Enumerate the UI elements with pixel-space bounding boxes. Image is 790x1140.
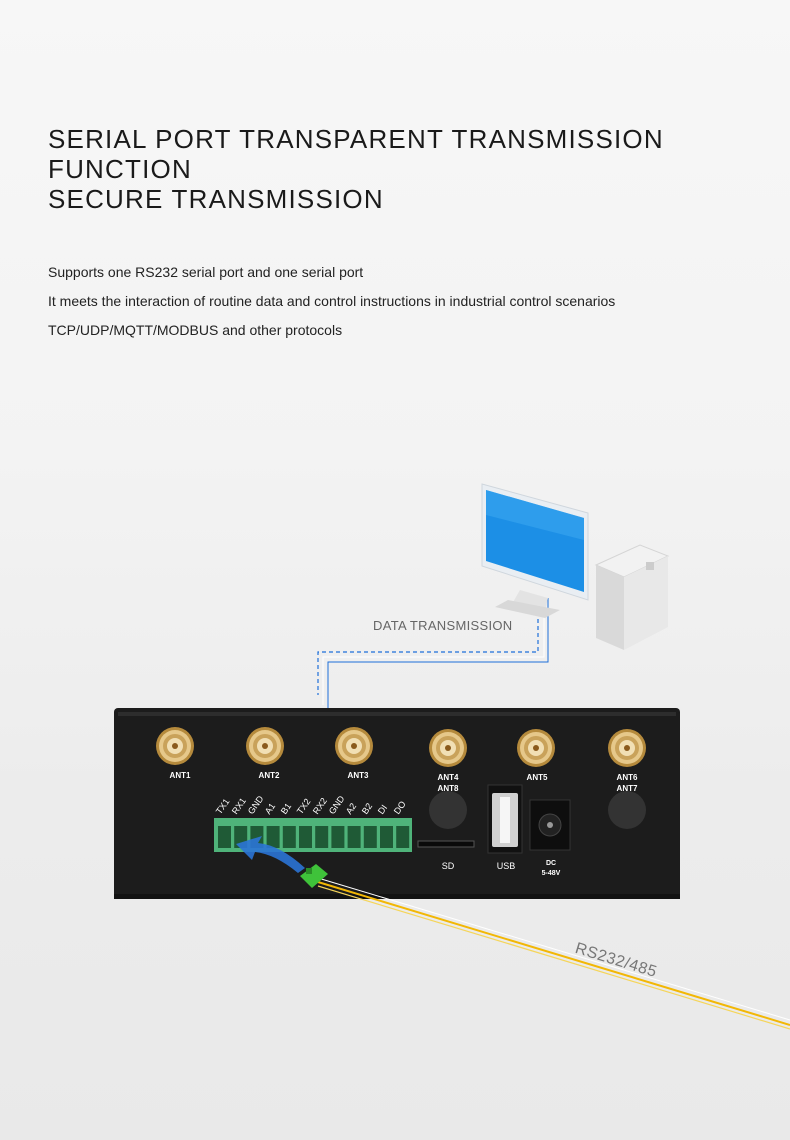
terminal-slot — [315, 826, 329, 848]
terminal-slot — [282, 826, 296, 848]
terminal-slot — [396, 826, 410, 848]
ant8-label: ANT8 — [437, 784, 459, 793]
monitor-icon — [481, 483, 589, 618]
title-line-1: SERIAL PORT TRANSPARENT TRANSMISSION FUN… — [48, 124, 664, 184]
description-line: TCP/UDP/MQTT/MODBUS and other protocols — [48, 322, 343, 338]
computer-tower-icon — [594, 544, 670, 650]
antenna-connector — [351, 743, 357, 749]
data-link-lines — [317, 598, 549, 710]
sd-slot — [417, 840, 475, 848]
antenna-connector — [533, 745, 539, 751]
antenna-connector — [262, 743, 268, 749]
plug-connector-icon — [300, 864, 328, 888]
terminal-slot — [363, 826, 377, 848]
ant2-label: ANT2 — [258, 771, 280, 780]
ant3-label: ANT3 — [347, 771, 369, 780]
terminal-slot — [299, 826, 312, 848]
ant5-label: ANT5 — [526, 773, 548, 782]
antenna-connectors — [156, 727, 646, 767]
usb-label: USB — [496, 861, 516, 871]
description-line: Supports one RS232 serial port and one s… — [48, 264, 364, 280]
data-transmission-label: DATA TRANSMISSION — [373, 618, 513, 633]
rs232-cable — [317, 877, 790, 1030]
description-line: It meets the interaction of routine data… — [48, 293, 616, 309]
ant7-port — [608, 791, 646, 829]
terminal-slots — [218, 826, 410, 848]
ant6-label: ANT6 — [616, 773, 638, 782]
dc-voltage-label: 5-48V — [541, 870, 561, 877]
antenna-connector — [172, 743, 178, 749]
sd-label: SD — [441, 861, 455, 871]
title-line-2: SECURE TRANSMISSION — [48, 184, 384, 214]
ant1-label: ANT1 — [169, 771, 191, 780]
terminal-slot — [331, 826, 345, 848]
terminal-slot — [266, 826, 280, 848]
antenna-connector — [624, 745, 630, 751]
terminal-slot — [347, 826, 361, 848]
page-title: SERIAL PORT TRANSPARENT TRANSMISSION FUN… — [48, 124, 790, 214]
antenna-connector — [445, 745, 451, 751]
terminal-slot — [218, 826, 231, 848]
ant4-label: ANT4 — [437, 773, 459, 782]
ant8-port — [429, 791, 467, 829]
insert-arrow-icon — [236, 836, 305, 873]
ant7-label: ANT7 — [616, 784, 638, 793]
dc-label: DC — [545, 860, 557, 867]
terminal-slot — [380, 826, 393, 848]
